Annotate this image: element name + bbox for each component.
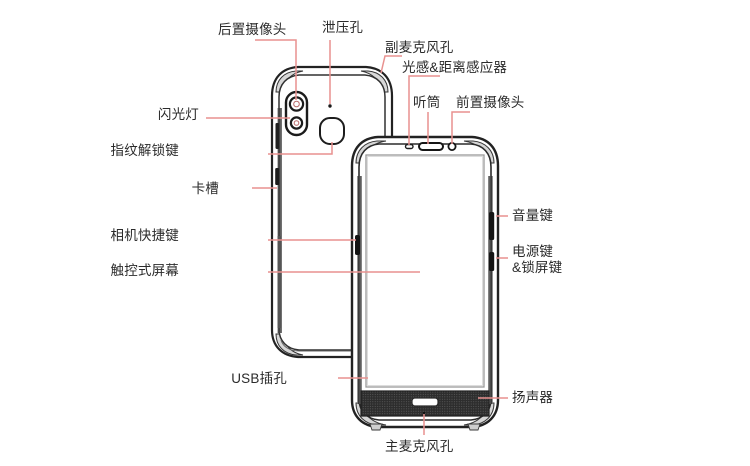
label-speaker: 扬声器 xyxy=(512,390,554,405)
phone-front-view xyxy=(350,135,500,431)
label-card-slot: 卡槽 xyxy=(191,181,219,196)
label-main-mic: 主麦克风孔 xyxy=(385,439,454,454)
part-power-lock-key xyxy=(489,252,495,271)
label-camera-shortcut: 相机快捷键 xyxy=(110,228,179,243)
label-fingerprint: 指纹解锁键 xyxy=(110,143,179,158)
part-card-slot-rear xyxy=(275,123,280,149)
part-volume-key xyxy=(489,212,495,240)
label-earpiece: 听筒 xyxy=(413,95,441,110)
label-light-proximity: 光感&距离感应器 xyxy=(402,60,508,75)
label-flash: 闪光灯 xyxy=(157,107,199,122)
part-front-camera xyxy=(447,141,457,151)
part-camera-shortcut-rear xyxy=(275,168,280,185)
label-volume-key: 音量键 xyxy=(512,208,554,223)
label-power-lock-key: 电源键 &锁屏键 xyxy=(512,244,563,275)
part-earpiece xyxy=(418,142,444,151)
label-pressure-vent: 泄压孔 xyxy=(322,20,364,35)
part-usb-port xyxy=(411,397,439,407)
label-front-camera: 前置摄像头 xyxy=(456,95,525,110)
label-rear-camera: 后置摄像头 xyxy=(218,22,287,37)
part-proximity-sensor xyxy=(404,143,414,150)
part-main-mic xyxy=(422,411,426,415)
part-camera-shortcut-front xyxy=(355,235,360,255)
part-fingerprint-sensor xyxy=(319,117,345,145)
part-pressure-vent xyxy=(328,104,332,108)
label-secondary-mic: 副麦克风孔 xyxy=(385,40,454,55)
label-usb-port: USB插孔 xyxy=(231,371,287,386)
label-touch-screen: 触控式屏幕 xyxy=(110,263,179,278)
